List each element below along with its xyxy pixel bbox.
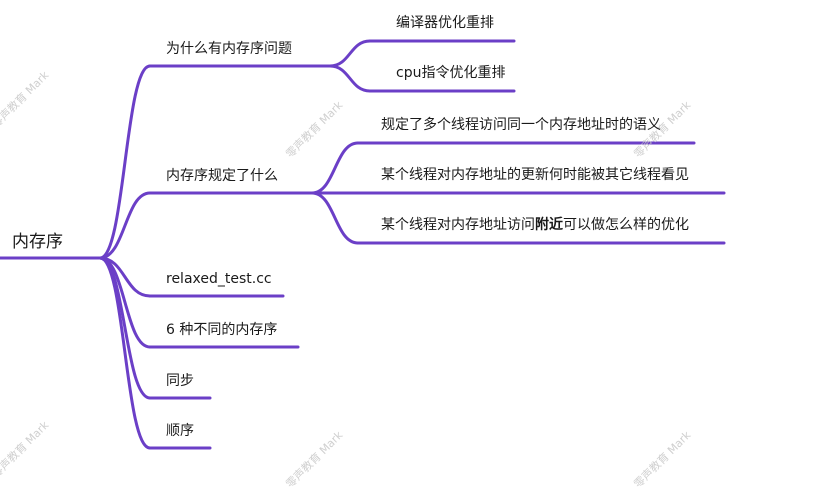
connector-leaf-2-1 [310,141,360,195]
branch-node-order[interactable]: 顺序 [166,423,194,439]
connector-branch-2 [98,191,152,260]
leaf-text-bold: 附近 [535,217,563,233]
connector-branch-6 [98,256,152,450]
connector-leaf-1-1 [328,39,372,68]
branch-node-why-memory-order[interactable]: 为什么有内存序问题 [166,41,292,57]
branch-node-sync[interactable]: 同步 [166,373,194,389]
connector-leaf-2-3 [310,191,360,245]
connector-branch-1 [98,64,152,260]
branch-node-what-memory-order-defines[interactable]: 内存序规定了什么 [166,168,278,184]
leaf-node-semantics[interactable]: 规定了多个线程访问同一个内存地址时的语义 [381,117,661,133]
mindmap-connectors [0,39,726,450]
leaf-text-after: 可以做怎么样的优化 [563,217,689,233]
leaf-node-optimization[interactable]: 某个线程对内存地址访问附近可以做怎么样的优化 [381,216,689,234]
leaf-node-cpu-reorder[interactable]: cpu指令优化重排 [396,65,506,81]
root-node[interactable]: 内存序 [12,232,63,252]
leaf-node-compiler-reorder[interactable]: 编译器优化重排 [396,15,494,31]
leaf-text-before: 某个线程对内存地址访问 [381,217,535,233]
leaf-node-visibility[interactable]: 某个线程对内存地址的更新何时能被其它线程看见 [381,167,689,183]
connector-leaf-1-2 [328,64,372,93]
branch-node-six-memory-orders[interactable]: 6 种不同的内存序 [166,322,278,338]
branch-node-relaxed-test[interactable]: relaxed_test.cc [166,271,272,287]
